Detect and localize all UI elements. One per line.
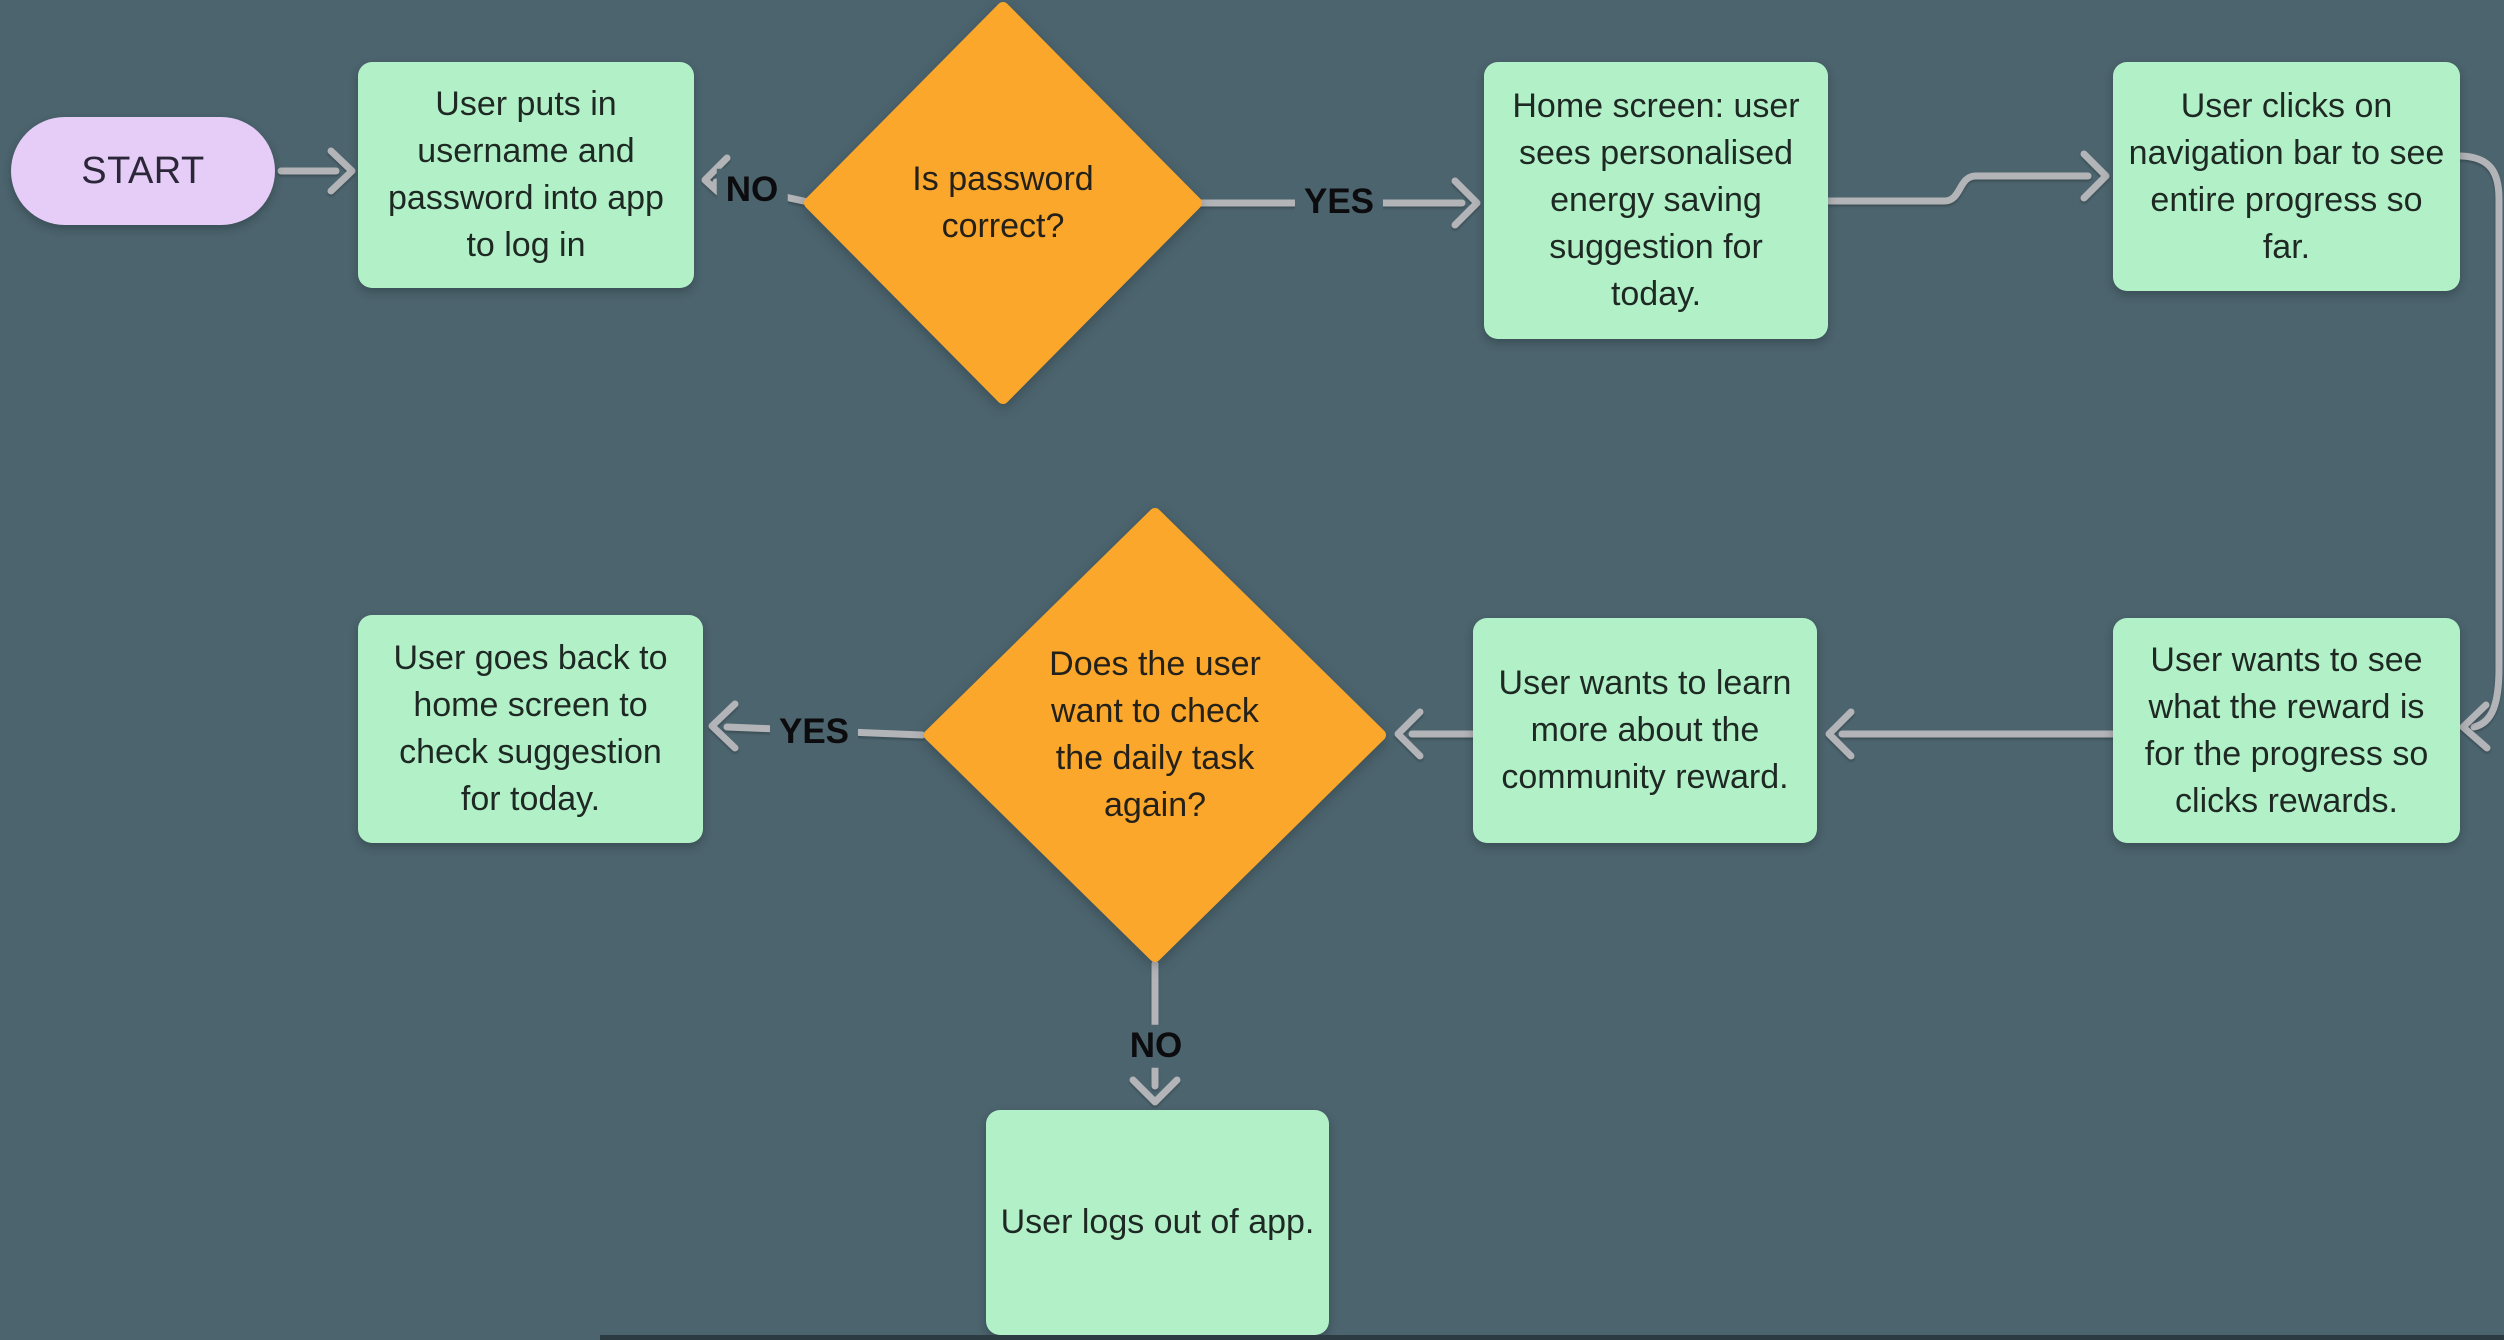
process-rewards[interactable]: User wants to see what the reward is for… [2113,618,2460,843]
process-rewards-text: User wants to see what the reward is for… [2144,640,2429,820]
process-logout-text: User logs out of app. [1000,1203,1315,1241]
decision-diamond-daily-task[interactable] [924,508,1386,962]
process-community-reward[interactable]: User wants to learn more about the commu… [1473,618,1817,843]
arrowhead-left-icon [1825,708,1855,760]
arrowhead-left-icon [2459,701,2491,752]
edge-label-password-yes[interactable]: YES [1294,180,1384,224]
arrowhead-right-icon [1451,177,1481,229]
decision-diamond-password[interactable] [804,2,1202,404]
arrowhead-left-icon [708,700,739,752]
process-navigation-progress[interactable]: User clicks on navigation bar to see ent… [2113,62,2460,291]
bottom-window-edge [600,1335,2504,1340]
process-back-home[interactable]: User goes back to home screen to check s… [358,615,703,843]
arrowhead-left-icon [1394,708,1424,760]
edge-label-password-no[interactable]: NO [716,168,788,212]
process-logout[interactable]: User logs out of app. [986,1110,1329,1335]
arrowhead-down-icon [1129,1076,1181,1106]
process-home-screen[interactable]: Home screen: user sees personalised ener… [1484,62,1828,339]
connector-rewards-to-community[interactable] [1825,708,2116,760]
process-login[interactable]: User puts in username and password into … [358,62,694,288]
arrowhead-right-icon [2080,150,2110,202]
connector-start-to-login[interactable] [277,147,356,195]
process-login-text: User puts in username and password into … [388,85,664,264]
process-community-reward-text: User wants to learn more about the commu… [1498,664,1792,796]
arrowhead-right-icon [327,147,356,195]
edge-label-daily-no[interactable]: NO [1120,1024,1192,1068]
process-navigation-progress-text: User clicks on navigation bar to see ent… [2128,86,2445,266]
edge-label-daily-yes[interactable]: YES [769,710,859,754]
start-terminator[interactable]: START [11,117,275,225]
connector-home-to-nav[interactable] [1825,150,2110,205]
connector-nav-to-rewards[interactable] [2457,152,2503,752]
process-back-home-text: User goes back to home screen to check s… [393,639,668,818]
start-label: START [81,149,205,192]
process-home-screen-text: Home screen: user sees personalised ener… [1512,87,1800,313]
connector-community-to-daily[interactable] [1394,708,1476,760]
